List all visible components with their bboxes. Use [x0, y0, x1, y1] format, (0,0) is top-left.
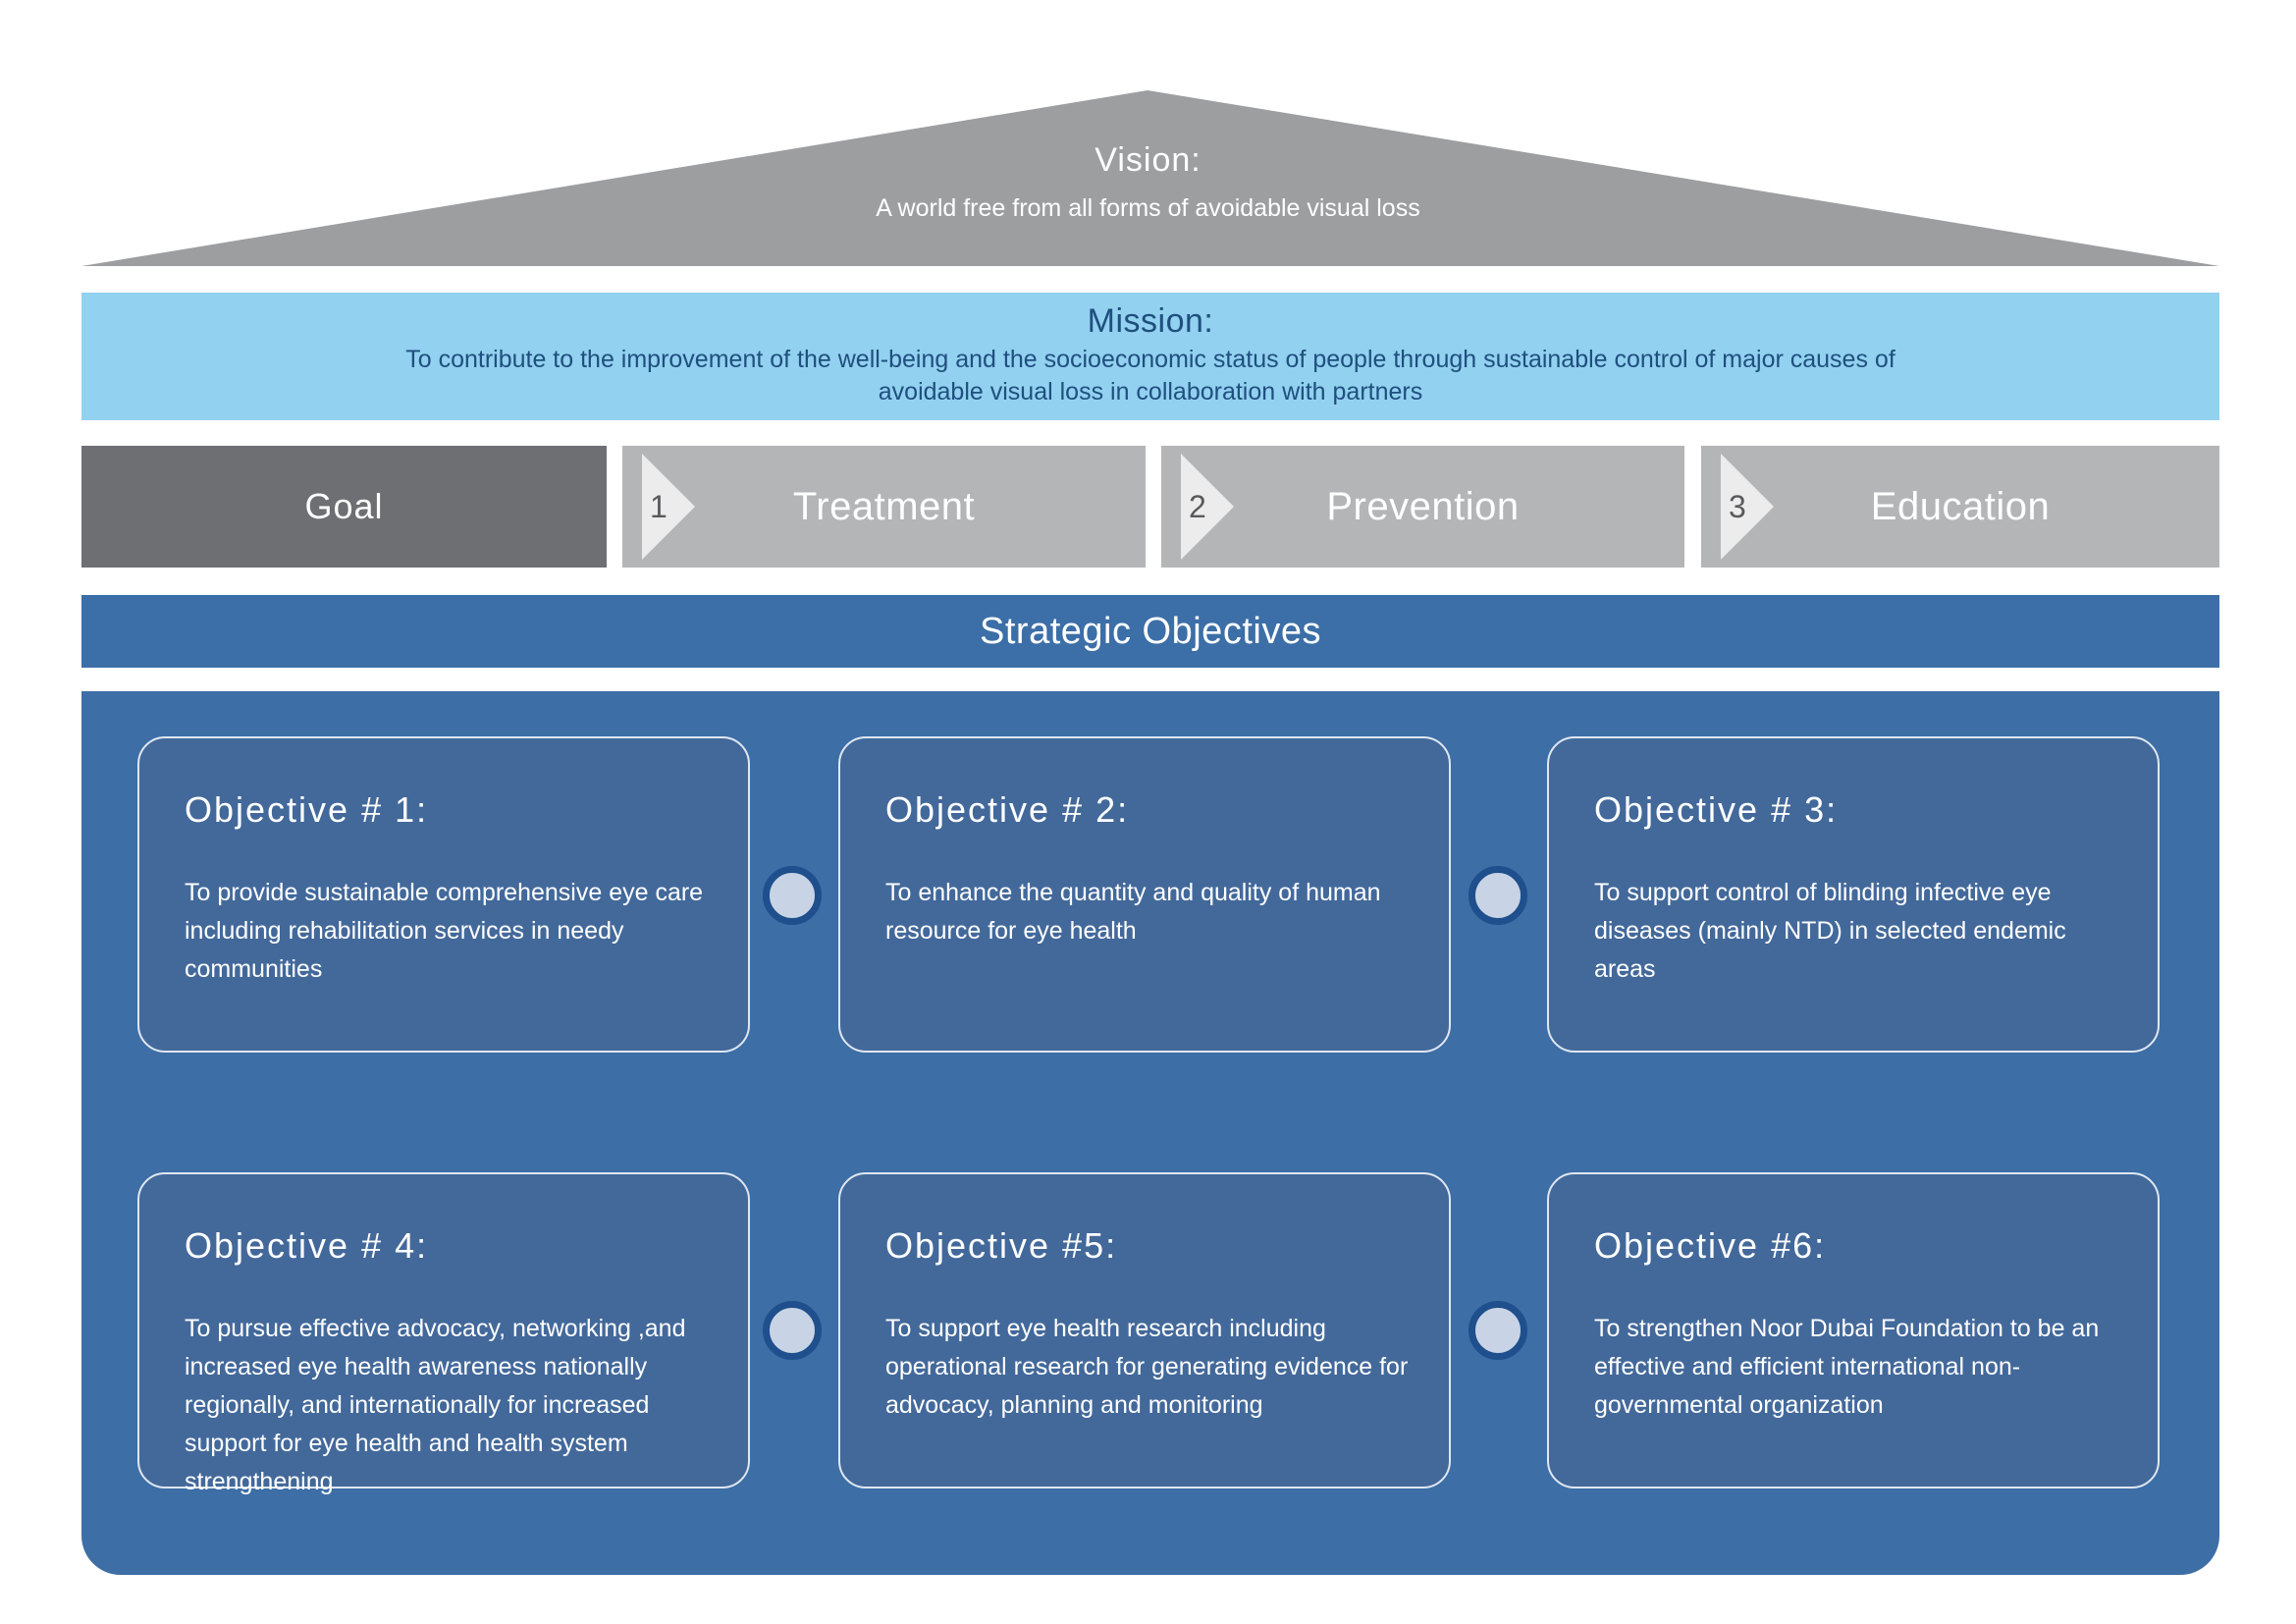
- objective-text: To pursue effective advocacy, networking…: [185, 1315, 686, 1495]
- vision-title: Vision:: [1095, 141, 1201, 179]
- chevron-right-icon: [1181, 454, 1234, 560]
- objective-text: To support eye health research including…: [885, 1315, 1409, 1419]
- objective-card-1: Objective # 1: To provide sustainable co…: [137, 736, 750, 1053]
- strategic-objectives-header: Strategic Objectives: [81, 595, 2219, 668]
- objective-card-5: Objective #5: To support eye health rese…: [838, 1172, 1451, 1489]
- objective-title: Objective # 4:: [185, 1225, 429, 1266]
- connector-dot: [1468, 1301, 1527, 1360]
- objective-card-6: Objective #6: To strengthen Noor Dubai F…: [1547, 1172, 2160, 1489]
- vision-text: A world free from all forms of avoidable…: [876, 194, 1420, 222]
- goal-item-name: Treatment: [792, 485, 976, 528]
- goal-row: Goal 1 Treatment 2 Prevention 3 Educatio…: [0, 446, 2296, 568]
- objective-title: Objective #6:: [1594, 1225, 1827, 1266]
- objective-title: Objective #5:: [885, 1225, 1118, 1266]
- vision-roof: Vision: A world free from all forms of a…: [0, 0, 2296, 275]
- goal-item-number: 3: [1729, 489, 1747, 524]
- mission-text: To contribute to the improvement of the …: [405, 346, 1896, 406]
- goal-item-number: 2: [1189, 489, 1207, 524]
- objective-title: Objective # 1:: [185, 789, 429, 830]
- connector-dot: [763, 866, 822, 925]
- objective-card-3: Objective # 3: To support control of bli…: [1547, 736, 2160, 1053]
- goal-item-name: Prevention: [1326, 485, 1520, 528]
- mission-band: Mission: To contribute to the improvemen…: [81, 293, 2219, 420]
- goal-item-name: Education: [1870, 485, 2051, 528]
- objective-card-4: Objective # 4: To pursue effective advoc…: [137, 1172, 750, 1495]
- goal-item-education: 3 Education: [1701, 446, 2219, 568]
- objective-card-2: Objective # 2: To enhance the quantity a…: [838, 736, 1451, 1053]
- chevron-right-icon: [1721, 454, 1774, 560]
- connector-dot: [1468, 866, 1527, 925]
- goal-item-prevention: 2 Prevention: [1161, 446, 1684, 568]
- objective-text: To provide sustainable comprehensive eye…: [185, 879, 704, 983]
- chevron-right-icon: [642, 454, 695, 560]
- objective-title: Objective # 2:: [885, 789, 1130, 830]
- objective-text: To support control of blinding infective…: [1594, 879, 2066, 983]
- objective-text: To enhance the quantity and quality of h…: [885, 879, 1381, 945]
- objective-title: Objective # 3:: [1594, 789, 1839, 830]
- goal-item-number: 1: [650, 489, 668, 524]
- mission-title: Mission:: [1087, 302, 1214, 340]
- roof-triangle: [81, 90, 2219, 266]
- goal-label: Goal: [81, 446, 607, 568]
- connector-dot: [763, 1301, 822, 1360]
- objectives-panel: Objective # 1: To provide sustainable co…: [81, 691, 2219, 1575]
- goal-item-treatment: 1 Treatment: [622, 446, 1146, 568]
- objective-text: To strengthen Noor Dubai Foundation to b…: [1594, 1315, 2100, 1419]
